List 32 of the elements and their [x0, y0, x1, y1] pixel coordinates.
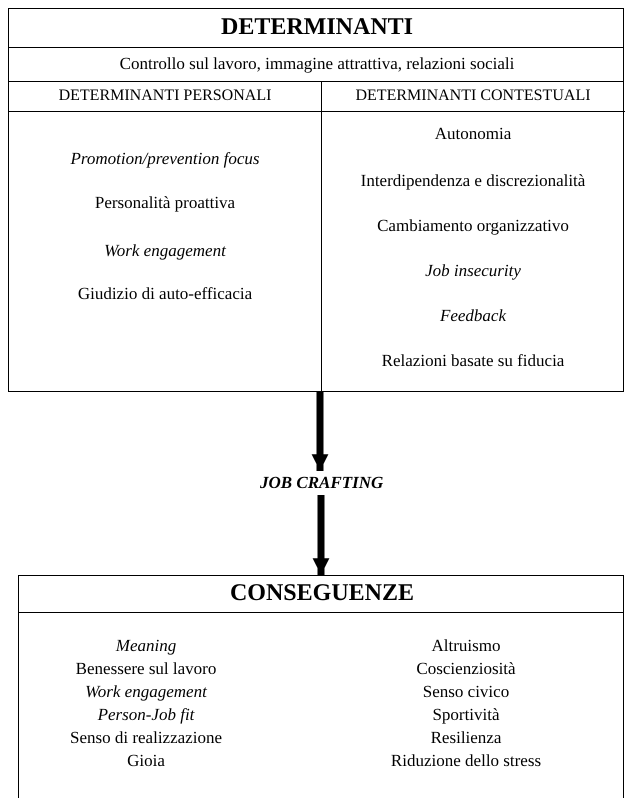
- arrow: [312, 392, 328, 471]
- list-item: Work engagement: [104, 241, 226, 261]
- list-item: Relazioni basate su fiducia: [382, 351, 564, 371]
- list-item: Work engagement: [85, 682, 207, 702]
- column-heading: DETERMINANTI CONTESTUALI: [355, 86, 591, 106]
- list-item: Senso civico: [422, 682, 510, 702]
- list-item: Senso di realizzazione: [70, 728, 222, 748]
- list-item: Autonomia: [434, 124, 512, 144]
- heading: CONSEGUENZE: [230, 580, 414, 608]
- list-item: Coscienziosità: [416, 659, 516, 679]
- arrow: [312, 495, 330, 575]
- subheading: Controllo sul lavoro, immagine attrattiva, relazioni sociali: [120, 54, 514, 74]
- list-item: Cambiamento organizzativo: [377, 216, 569, 236]
- list-item: Riduzione dello stress: [390, 751, 542, 771]
- heading: DETERMINANTI: [220, 14, 414, 42]
- list-item: Sportività: [432, 705, 500, 725]
- list-item: Personalità proattiva: [94, 193, 236, 213]
- list-item: Person-Job fit: [98, 705, 194, 725]
- table-box: [18, 575, 624, 798]
- column-heading: DETERMINANTI PERSONALI: [58, 86, 272, 106]
- table-box: [8, 8, 624, 392]
- list-item: Altruismo: [432, 636, 500, 656]
- list-item: Benessere sul lavoro: [76, 659, 216, 679]
- column-panel: [9, 81, 322, 393]
- list-item: Giudizio di auto-efficacia: [78, 284, 252, 304]
- list-item: Interdipendenza e discrezionalità: [360, 171, 586, 191]
- list-item: Job insecurity: [425, 261, 521, 281]
- list-item: Feedback: [440, 306, 506, 326]
- list-item: Meaning: [116, 636, 176, 656]
- list-item: Promotion/prevention focus: [70, 149, 260, 169]
- list-item: Gioia: [127, 751, 165, 771]
- list-item: Resilienza: [430, 728, 502, 748]
